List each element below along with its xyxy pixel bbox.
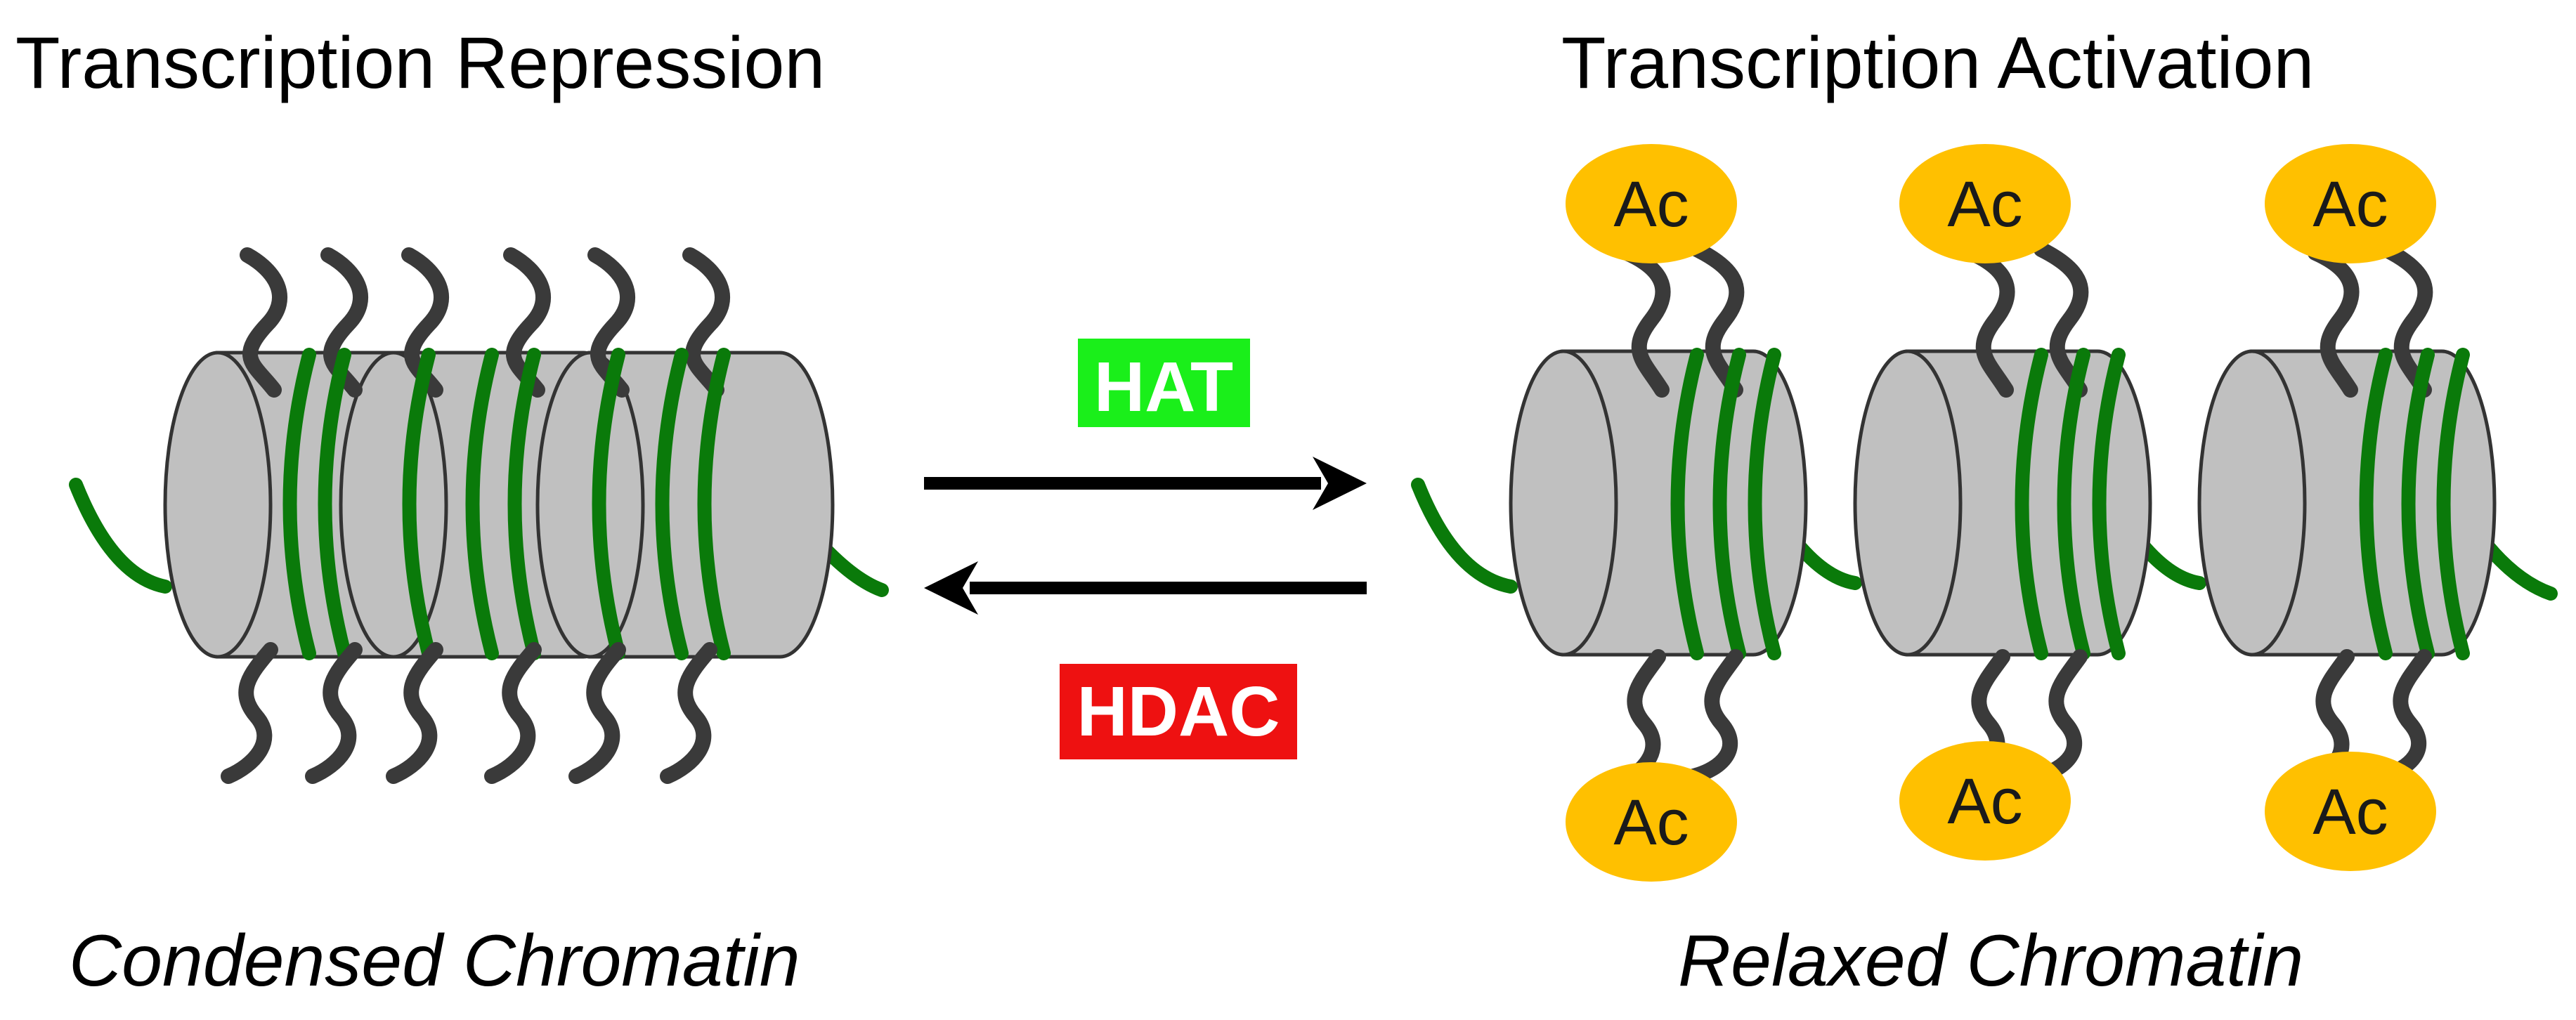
acetyl-label: Ac [1613,169,1689,240]
histone-tail [2034,242,2089,398]
histone-core-face [2197,349,2307,657]
acetyl-label: Ac [1613,787,1689,858]
hat-label-box [1078,339,1250,427]
dna-wrap [465,348,499,660]
acetyl-group: Ac [1899,144,2071,263]
acetyl-ellipse [2265,752,2436,871]
condensed-histone-core [535,351,835,659]
histone-tail [1686,649,1743,784]
dna-wrap [2359,348,2393,660]
dna-strand-entry [1411,478,1518,594]
dna-wrap [402,348,436,660]
acetyl-ellipse [1566,144,1737,263]
histone-tail [221,642,278,784]
title-transcription-activation: Transcription Activation [1561,22,2314,104]
histone-core-face [535,351,645,659]
forward-arrowhead [1313,457,1367,510]
histone-tail [240,247,287,398]
forward-arrow [924,457,1367,510]
dna-wrap [2057,348,2090,660]
dna-strand-entry [69,478,172,594]
dna-wrap [2401,348,2435,660]
histone-tail [1963,245,2015,398]
histone-tail [386,642,443,784]
dna-wrap [1748,348,1781,660]
acetyl-label: Ac [1947,169,2022,240]
acetyl-label: Ac [2312,169,2388,240]
dna-wrap [2015,348,2048,660]
caption-condensed-chromatin: Condensed Chromatin [69,920,800,1002]
dna-wrap [592,348,625,660]
dna-wrap [697,348,731,660]
histone-tail [568,642,626,784]
dna-wrap [507,348,541,660]
dna-wrap [1712,348,1746,660]
histone-tail [305,642,363,784]
hat-label-text: HAT [1094,348,1233,426]
histone-core-face [339,351,448,659]
dna-wrap [2092,348,2126,660]
acetyl-group: Ac [2265,752,2436,871]
histone-core-face [1853,349,1963,657]
acetyl-label: Ac [2312,776,2388,848]
dna-wrap [282,348,316,660]
dna-wrap [318,348,351,660]
histone-core-face [163,351,273,659]
acetyl-label: Ac [1947,766,2022,837]
histone-tail [1619,649,1666,787]
reverse-arrowhead [924,561,978,615]
histone-tail [587,247,635,398]
caption-relaxed-chromatin: Relaxed Chromatin [1678,920,2303,1002]
dna-wrap [655,348,689,660]
histone-tail [1689,242,1745,398]
histone-tail [1619,245,1671,398]
acetyl-ellipse [1899,144,2071,263]
histone-core-face [1509,349,1618,657]
histone-tail [2030,649,2088,784]
acetyl-ellipse [1899,741,2071,861]
acetyl-ellipse [1566,762,1737,882]
acetyl-group: Ac [2265,144,2436,263]
dna-wrap [1670,348,1704,660]
hdac-label-box [1060,664,1297,759]
histone-tail [682,247,730,398]
acetyl-group: Ac [1566,144,1737,263]
histone-tail [2378,242,2433,398]
title-transcription-repression: Transcription Repression [15,22,825,104]
acetyl-group: Ac [1899,741,2071,861]
dna-wrap [2436,348,2470,660]
histone-tail [2308,245,2360,398]
histone-tail [484,642,542,784]
acetyl-ellipse [2265,144,2436,263]
condensed-chromatin-nucleosome-stack [69,247,889,784]
hdac-label: HDAC [1060,664,1297,759]
histone-tail [660,642,717,784]
hdac-label-text: HDAC [1077,672,1280,751]
hat-label: HAT [1078,339,1250,427]
reverse-arrow [924,561,1367,615]
histone-tail [503,247,551,398]
acetyl-group: Ac [1566,762,1737,882]
